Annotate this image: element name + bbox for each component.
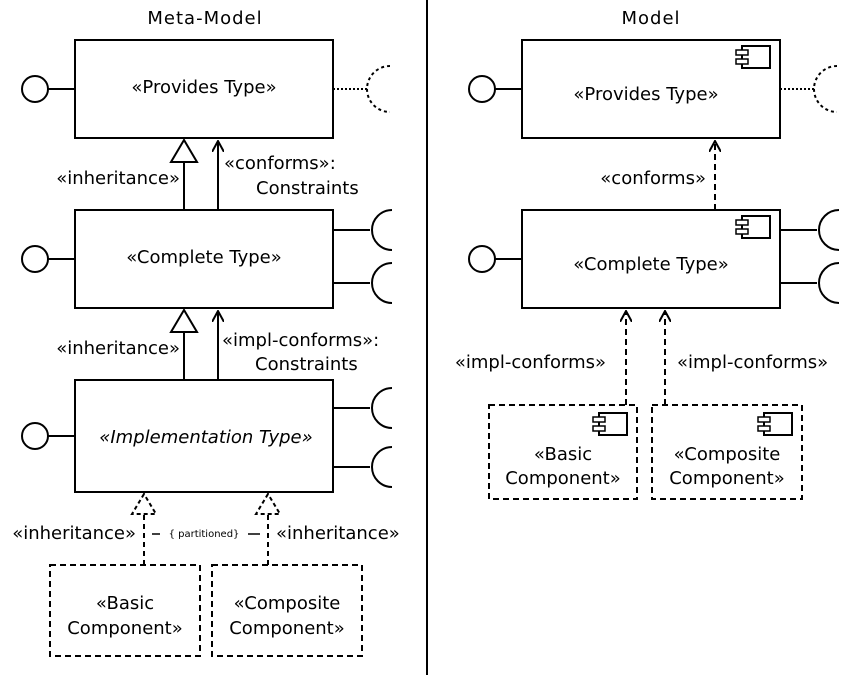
conforms-label: «conforms» [600, 168, 706, 189]
conforms-label: «conforms»: [224, 153, 336, 174]
provided-interface-icon [21, 422, 75, 450]
dashed-inheritance-arrow [254, 492, 282, 565]
required-interface-icon [333, 387, 393, 429]
model-complete-type-label: «Complete Type» [573, 254, 729, 275]
component-icon [735, 45, 771, 69]
constraints-label: Constraints [255, 354, 358, 375]
required-interface-icon [333, 446, 393, 488]
component-icon [735, 215, 771, 239]
meta-implementation-type-label: «Implementation Type» [99, 427, 312, 448]
model-title: Model [621, 8, 680, 29]
provided-interface-icon [21, 245, 75, 273]
provided-interface-icon [468, 75, 522, 103]
meta-complete-type: «Complete Type» [74, 209, 334, 309]
optional-required-interface-icon [333, 65, 391, 113]
optional-required-interface-icon [780, 65, 838, 113]
required-interface-icon [333, 209, 393, 251]
meta-complete-type-label: «Complete Type» [126, 247, 282, 268]
provided-interface-icon [468, 245, 522, 273]
required-interface-icon [780, 209, 840, 251]
composite-component-label: Component» [669, 468, 785, 489]
constraints-label: Constraints [256, 178, 359, 199]
meta-implementation-type: «Implementation Type» [74, 379, 334, 493]
impl-conforms-label: «impl-conforms»: [222, 330, 379, 351]
model-provides-type-label: «Provides Type» [573, 84, 718, 105]
meta-provides-type-label: «Provides Type» [131, 77, 276, 98]
basic-component-label: Component» [67, 618, 183, 639]
required-interface-icon [333, 262, 393, 304]
meta-composite-component: «Composite Component» [211, 564, 363, 657]
inheritance-label: «inheritance» [276, 523, 400, 544]
required-interface-icon [780, 262, 840, 304]
dashed-inheritance-arrow [130, 492, 158, 565]
composite-component-label: «Composite [234, 593, 341, 614]
inheritance-label: «inheritance» [56, 338, 180, 359]
meta-basic-component: «Basic Component» [49, 564, 201, 657]
basic-component-label: Component» [505, 468, 621, 489]
partitioned-constraint: { partitioned} [169, 529, 240, 540]
meta-provides-type: «Provides Type» [74, 39, 334, 139]
model-composite-component: «Composite Component» [651, 404, 803, 500]
basic-component-label: «Basic [534, 444, 592, 465]
provided-interface-icon [21, 75, 75, 103]
component-icon [757, 412, 793, 436]
impl-conforms-label: «impl-conforms» [455, 352, 606, 373]
component-icon [592, 412, 628, 436]
meta-model-title: Meta-Model [147, 8, 262, 29]
impl-conforms-label: «impl-conforms» [677, 352, 828, 373]
inheritance-label: «inheritance» [12, 523, 136, 544]
inheritance-label: «inheritance» [56, 168, 180, 189]
composite-component-label: «Composite [674, 444, 781, 465]
model-complete-type: «Complete Type» [521, 209, 781, 309]
basic-component-label: «Basic [96, 593, 154, 614]
inheritance-arrow [169, 308, 199, 380]
inheritance-arrow [169, 138, 199, 210]
composite-component-label: Component» [229, 618, 345, 639]
